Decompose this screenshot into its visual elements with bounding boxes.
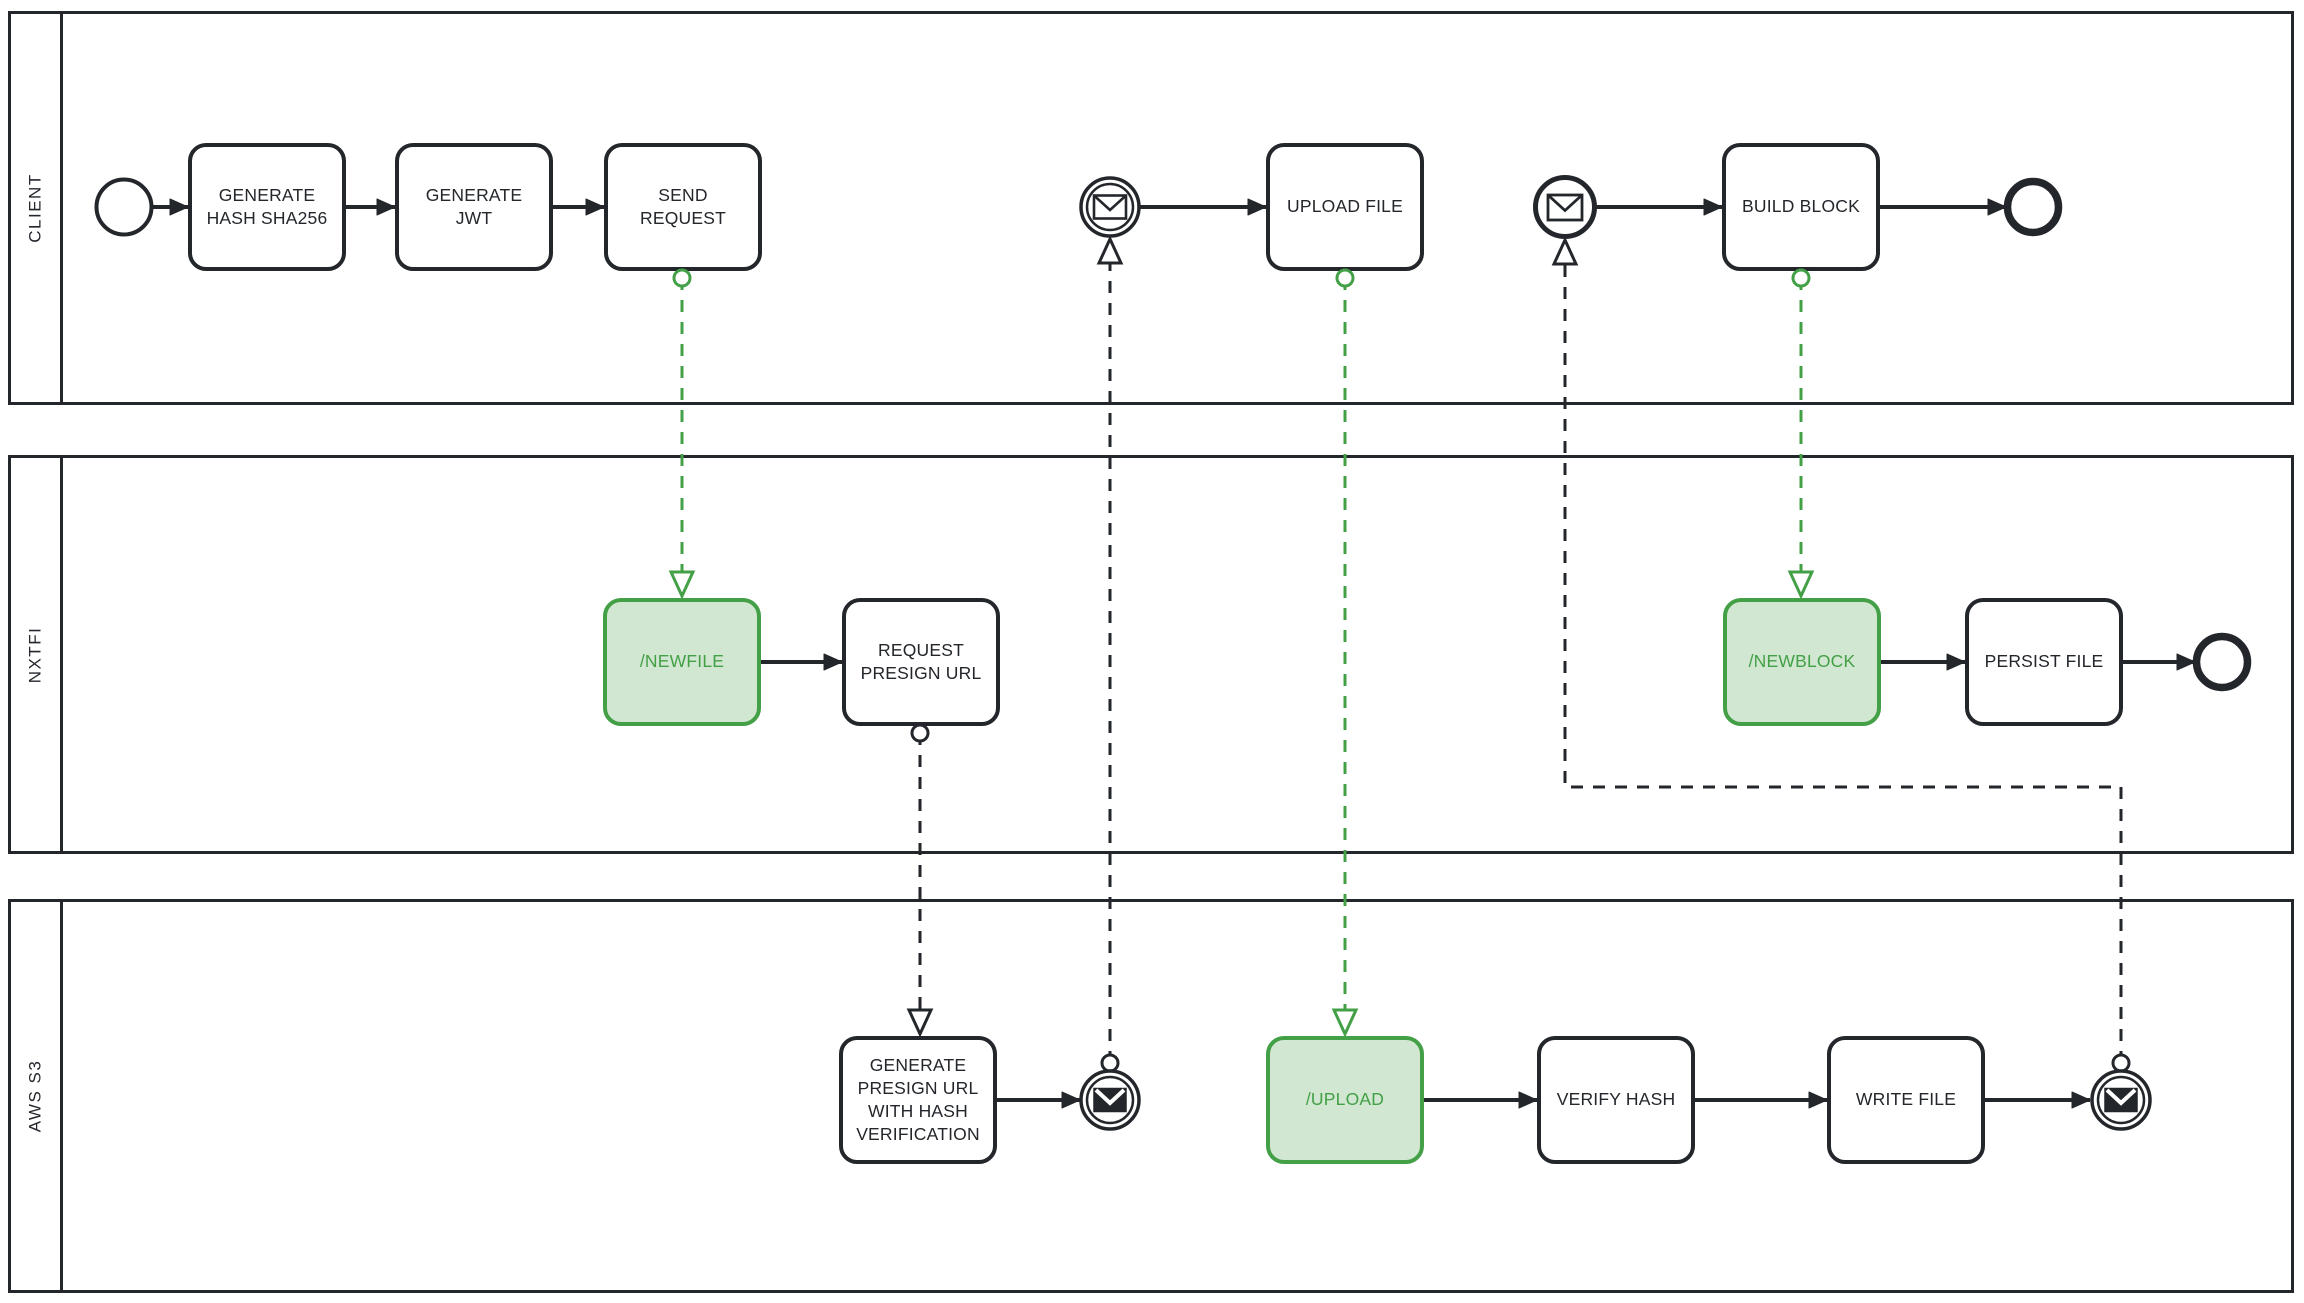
pool-label-nxtfi: NXTFI (11, 458, 63, 851)
task-label: UPLOAD FILE (1287, 196, 1403, 217)
task-generate-jwt[interactable]: GENERATE JWT (395, 143, 553, 271)
task-label: GENERATE JWT (425, 184, 523, 228)
task-build-block[interactable]: BUILD BLOCK (1722, 143, 1880, 271)
task-label: GENERATE PRESIGN URL WITH HASH VERIFICAT… (856, 1054, 980, 1145)
task-send-request[interactable]: SEND REQUEST (604, 143, 762, 271)
task-label: VERIFY HASH (1556, 1089, 1676, 1110)
task-upload[interactable]: /UPLOAD (1266, 1036, 1424, 1164)
task-request-presign-url[interactable]: REQUEST PRESIGN URL (842, 598, 1000, 726)
task-label: SEND REQUEST (640, 184, 726, 228)
pool-label-text: AWS S3 (25, 1059, 45, 1133)
task-newblock[interactable]: /NEWBLOCK (1723, 598, 1881, 726)
task-upload-file[interactable]: UPLOAD FILE (1266, 143, 1424, 271)
task-label: /UPLOAD (1305, 1089, 1385, 1110)
task-label: BUILD BLOCK (1742, 196, 1860, 217)
pool-label-aws-s3: AWS S3 (11, 902, 63, 1290)
task-verify-hash[interactable]: VERIFY HASH (1537, 1036, 1695, 1164)
pool-label-text: CLIENT (25, 173, 45, 243)
pool-label-text: NXTFI (25, 626, 45, 683)
pool-label-client: CLIENT (11, 14, 63, 402)
pool-client: CLIENT (8, 11, 2294, 405)
task-label: PERSIST FILE (1984, 651, 2104, 672)
task-generate-presign-url[interactable]: GENERATE PRESIGN URL WITH HASH VERIFICAT… (839, 1036, 997, 1164)
task-label: WRITE FILE (1855, 1089, 1957, 1110)
task-label: /NEWFILE (639, 651, 725, 672)
task-newfile[interactable]: /NEWFILE (603, 598, 761, 726)
task-label: REQUEST PRESIGN URL (860, 639, 982, 683)
task-label: GENERATE HASH SHA256 (206, 184, 328, 228)
task-generate-hash-sha256[interactable]: GENERATE HASH SHA256 (188, 143, 346, 271)
task-label: /NEWBLOCK (1748, 651, 1856, 672)
task-persist-file[interactable]: PERSIST FILE (1965, 598, 2123, 726)
task-write-file[interactable]: WRITE FILE (1827, 1036, 1985, 1164)
pool-nxtfi: NXTFI (8, 455, 2294, 854)
